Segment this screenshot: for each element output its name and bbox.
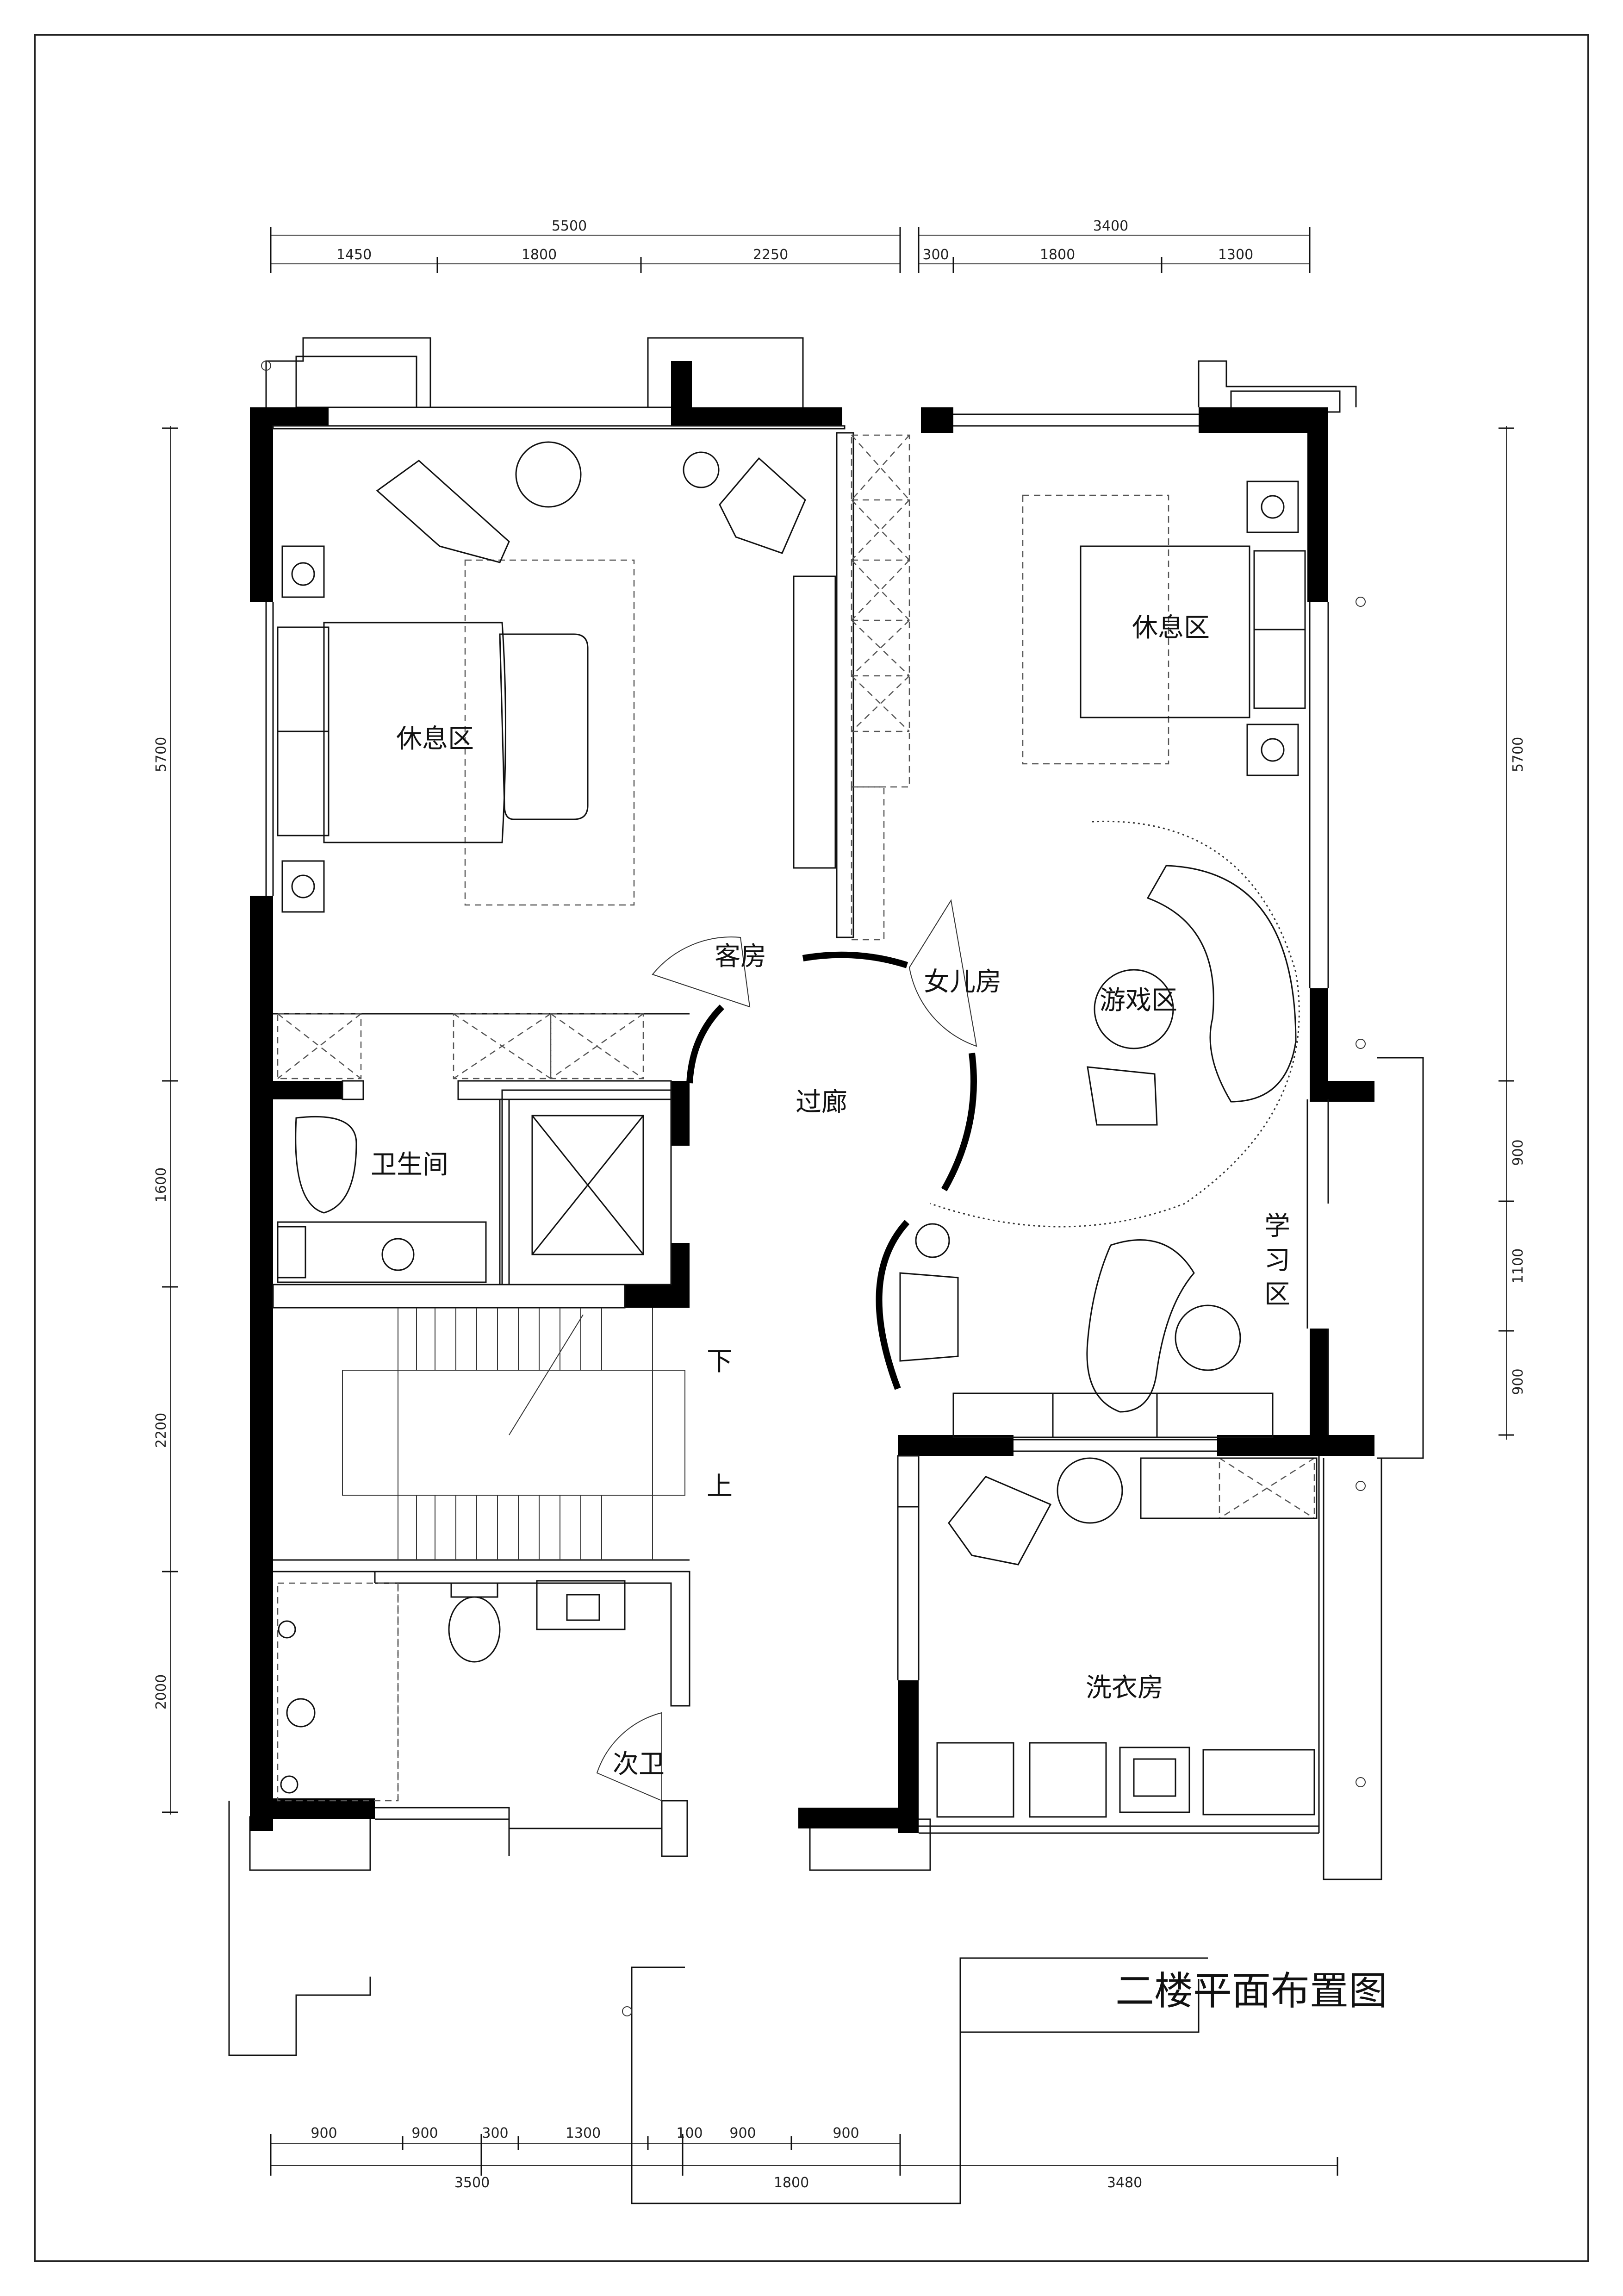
dim-top-seg-5: 1800	[1040, 247, 1075, 263]
dim-left-3: 2200	[153, 1413, 169, 1448]
label-corridor: 过廊	[796, 1087, 847, 1117]
dim-bottom-total-1: 3500	[454, 2175, 490, 2191]
dim-bottom-seg-1: 900	[311, 2125, 337, 2141]
door-swings	[596, 899, 977, 1802]
dim-top-total-right: 3400	[1093, 218, 1128, 234]
dim-bottom-seg-6: 900	[729, 2125, 756, 2141]
top-dimension-lines	[270, 227, 1311, 273]
dim-right-4: 900	[1510, 1368, 1526, 1395]
staircase	[342, 1308, 685, 1560]
bottom-dimension-lines	[270, 2134, 1338, 2176]
dim-bottom-seg-2: 900	[411, 2125, 438, 2141]
bathroom-fixtures	[277, 1116, 487, 1283]
dim-bottom-total-3: 3480	[1107, 2175, 1142, 2191]
dim-right-2: 900	[1510, 1139, 1526, 1166]
game-zone-dotted-circle	[930, 820, 1300, 1228]
axis-markers	[261, 361, 1366, 2016]
dim-top-total-left: 5500	[552, 218, 587, 234]
label-study-zone: 学 习 区	[1260, 1212, 1290, 1306]
left-bed	[277, 545, 589, 913]
label-guest-room: 客房	[715, 942, 766, 972]
label-daughter-room: 女儿房	[924, 967, 1001, 997]
label-laundry: 洗衣房	[1086, 1673, 1163, 1703]
dim-top-seg-2: 1800	[522, 247, 557, 263]
interior-walls	[265, 406, 1329, 1857]
second-bath-fixtures	[278, 1580, 626, 1794]
dim-bottom-seg-7: 900	[833, 2125, 859, 2141]
dim-top-seg-3: 2250	[753, 247, 788, 263]
game-zone-furniture	[1087, 865, 1297, 1126]
laundry-fixtures	[936, 1457, 1318, 1818]
dim-left-4: 2000	[153, 1674, 169, 1710]
drawing-title: 二楼平面布置图	[1115, 1968, 1387, 2014]
label-stairs-down: 下	[707, 1347, 733, 1377]
dim-bottom-seg-4: 1300	[566, 2125, 601, 2141]
dim-bottom-total-2: 1800	[774, 2175, 809, 2191]
label-stairs-up: 上	[707, 1472, 733, 1502]
dim-bottom-seg-3: 300	[482, 2125, 508, 2141]
exterior-outline	[228, 337, 1424, 2204]
right-dimension-lines	[1499, 426, 1514, 1440]
closet-grid	[277, 434, 1315, 1802]
left-bedroom-chairs	[376, 441, 836, 869]
dim-left-2: 1600	[153, 1167, 169, 1203]
dim-left-1: 5700	[153, 737, 169, 772]
label-bathroom: 卫生间	[371, 1150, 448, 1180]
dim-bottom-seg-5: 100	[676, 2125, 703, 2141]
study-furniture	[899, 1223, 1274, 1438]
dim-top-seg-6: 1300	[1218, 247, 1253, 263]
structural-walls	[250, 361, 1374, 1833]
dim-right-3: 1100	[1510, 1248, 1526, 1284]
dim-top-seg-1: 1450	[336, 247, 372, 263]
label-rest-area-right: 休息区	[1132, 613, 1210, 643]
dim-top-seg-4: 300	[922, 247, 949, 263]
elevator-shaft	[501, 1089, 672, 1285]
label-rest-area-left: 休息区	[396, 724, 474, 754]
left-dimension-lines	[162, 426, 178, 1815]
sheet-border	[34, 34, 1589, 2262]
corridor-curves	[686, 951, 977, 1390]
label-second-bath: 次卫	[613, 1749, 665, 1779]
label-game-zone: 游戏区	[1100, 986, 1177, 1016]
dim-right-1: 5700	[1510, 737, 1526, 772]
right-bed	[1080, 480, 1306, 776]
